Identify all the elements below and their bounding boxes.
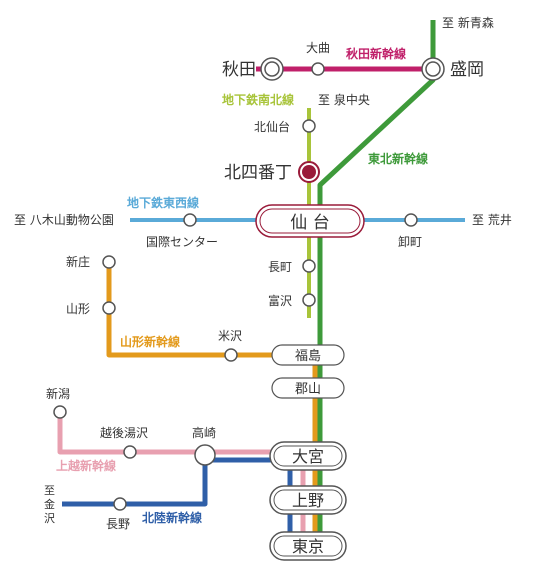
- station-label-echigo-yuzawa: 越後湯沢: [100, 426, 148, 440]
- station-label-omagari: 大曲: [306, 41, 330, 55]
- station-omiya[interactable]: [269, 441, 347, 471]
- destination-izumi-chuo: 至 泉中央: [318, 92, 370, 107]
- station-label-yamagata: 山形: [66, 302, 90, 316]
- station-tokyo[interactable]: [269, 531, 347, 561]
- station-ueno[interactable]: [269, 485, 347, 515]
- station-label-tomizawa: 富沢: [268, 293, 292, 308]
- destination-arai: 至 荒井: [472, 213, 512, 227]
- station-tomizawa[interactable]: [302, 293, 316, 307]
- station-shinjo[interactable]: [102, 255, 116, 269]
- station-yamagata[interactable]: [102, 301, 116, 315]
- station-nagano[interactable]: [113, 497, 127, 511]
- station-omagari[interactable]: [311, 62, 325, 76]
- akita-shinkansen-label: 秋田新幹線: [346, 46, 406, 61]
- station-akita[interactable]: [260, 57, 284, 81]
- hokuriku-shinkansen-label: 北陸新幹線: [142, 510, 202, 525]
- station-kitayonbancho[interactable]: [298, 161, 320, 183]
- destination-kanazawa: 至 金 沢: [44, 484, 59, 525]
- station-kokusai-center[interactable]: [183, 213, 197, 227]
- station-label-shinjo: 新庄: [66, 254, 90, 269]
- station-label-takasaki: 高崎: [192, 425, 216, 440]
- station-label-kitayonbancho: 北四番丁: [224, 163, 292, 183]
- station-label-koriyama: 郡山: [295, 382, 321, 397]
- station-niigata[interactable]: [53, 405, 67, 419]
- station-morioka[interactable]: [421, 57, 445, 81]
- joetsu-shinkansen-label: 上越新幹線: [56, 458, 116, 473]
- station-label-nagamachi: 長町: [268, 260, 292, 274]
- yamagata-shinkansen-label: 山形新幹線: [120, 334, 180, 349]
- station-label-kitasendai: 北仙台: [254, 119, 290, 134]
- station-yonezawa[interactable]: [224, 348, 238, 362]
- station-sendai[interactable]: [255, 204, 365, 238]
- station-takasaki[interactable]: [194, 444, 216, 466]
- station-label-akita: 秋田: [222, 60, 256, 80]
- station-label-ueno: 上野: [292, 491, 324, 510]
- destination-shin-aomori: 至 新青森: [442, 15, 494, 30]
- tozai-line-label: 地下鉄東西線: [127, 195, 199, 210]
- namboku-line-label: 地下鉄南北線: [222, 92, 294, 107]
- tohoku-shinkansen-label: 東北新幹線: [368, 151, 428, 166]
- station-label-sendai: 仙 台: [290, 213, 329, 233]
- station-fukushima[interactable]: [271, 344, 345, 366]
- station-koriyama[interactable]: [271, 377, 345, 399]
- station-kitasendai[interactable]: [302, 119, 316, 133]
- station-echigo-yuzawa[interactable]: [123, 445, 137, 459]
- station-label-morioka: 盛岡: [450, 60, 484, 80]
- station-oroshimachi[interactable]: [404, 213, 418, 227]
- station-label-kokusai-center: 国際センター: [146, 235, 218, 249]
- station-label-oroshimachi: 卸町: [398, 234, 422, 249]
- station-label-niigata: 新潟: [46, 386, 70, 401]
- station-label-yonezawa: 米沢: [218, 329, 242, 343]
- destination-yagiyama: 至 八木山動物公園: [14, 213, 114, 227]
- station-label-nagano: 長野: [106, 517, 130, 531]
- station-label-omiya: 大宮: [292, 447, 324, 466]
- station-label-tokyo: 東京: [292, 537, 324, 556]
- station-label-fukushima: 福島: [295, 349, 321, 364]
- station-nagamachi[interactable]: [302, 259, 316, 273]
